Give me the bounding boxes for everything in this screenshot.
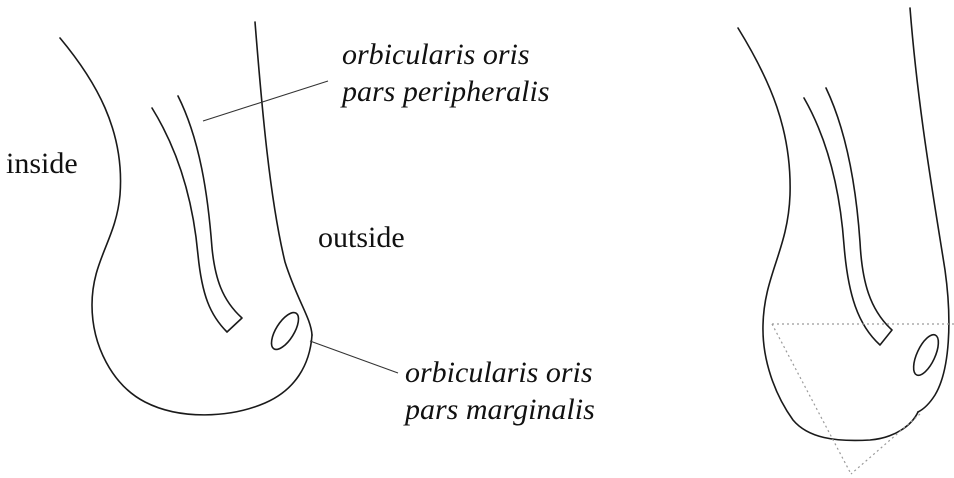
marginalis-label-line1: orbicularis oris	[405, 356, 593, 389]
peripheralis-leader-line	[203, 81, 328, 121]
right-peripheralis-muscle	[804, 88, 892, 345]
right-lip-figure	[738, 8, 954, 474]
left-dotted-diagonal	[772, 324, 851, 474]
pars-peripheralis-muscle	[152, 96, 242, 332]
outside-label: outside	[318, 221, 405, 254]
marginalis-label-line2: pars marginalis	[403, 393, 595, 426]
right-marginalis-muscle	[909, 331, 944, 378]
marginalis-leader-line	[310, 341, 398, 373]
peripheralis-label-line2: pars peripheralis	[340, 75, 550, 108]
right-outer-contour	[910, 8, 949, 412]
left-outer-contour	[255, 22, 312, 335]
left-inner-contour	[60, 38, 312, 415]
pars-marginalis-muscle	[266, 308, 304, 353]
inside-label: inside	[6, 147, 78, 180]
peripheralis-label-line1: orbicularis oris	[342, 38, 530, 71]
right-inner-contour	[738, 28, 918, 440]
